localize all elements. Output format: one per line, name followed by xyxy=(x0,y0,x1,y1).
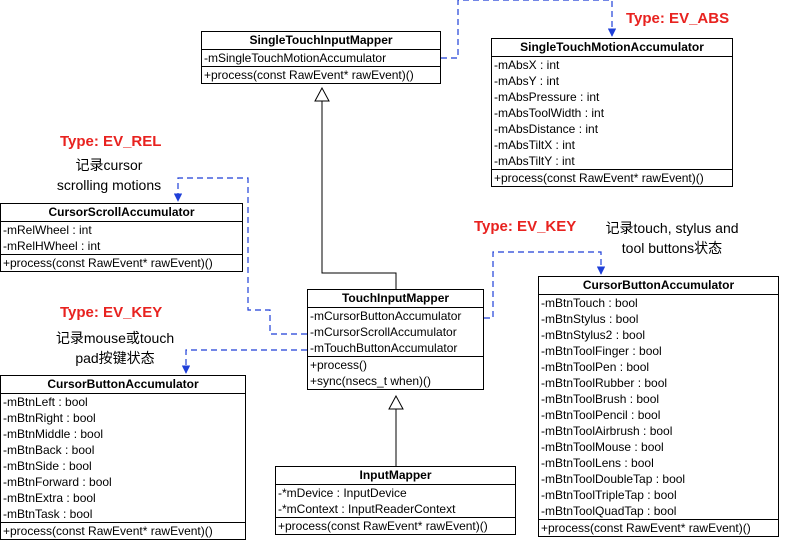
field: -mRelHWheel : int xyxy=(3,239,101,253)
field: -mTouchButtonAccumulator xyxy=(310,341,458,355)
fields-section: -mAbsX : int -mAbsY : int -mAbsPressure … xyxy=(492,57,732,170)
type-label-ev-rel: Type: EV_REL xyxy=(60,133,162,150)
class-cursor-scroll-accumulator[interactable]: CursorScrollAccumulator -mRelWheel : int… xyxy=(0,203,243,272)
note-key-left: 记录mouse或touch pad按键状态 xyxy=(40,328,190,368)
link-touch-button-left xyxy=(181,349,307,374)
class-touch-input-mapper[interactable]: TouchInputMapper -mCursorButtonAccumulat… xyxy=(307,289,484,390)
field: -mBtnToolPencil : bool xyxy=(541,408,661,422)
field: -mBtnToolAirbrush : bool xyxy=(541,424,673,438)
field: -mBtnExtra : bool xyxy=(3,491,96,505)
field: -mBtnToolLens : bool xyxy=(541,456,654,470)
field: -mSingleTouchMotionAccumulator xyxy=(204,51,387,65)
type-label-ev-key-left: Type: EV_KEY xyxy=(60,304,163,321)
field: -mBtnBack : bool xyxy=(3,443,95,457)
fields-section: -mSingleTouchMotionAccumulator xyxy=(202,50,440,67)
field: -mRelWheel : int xyxy=(3,223,92,237)
field: -*mDevice : InputDevice xyxy=(278,486,407,500)
class-name: CursorScrollAccumulator xyxy=(1,204,242,222)
method: +process(const RawEvent* rawEvent)() xyxy=(204,68,414,82)
field: -mBtnSide : bool xyxy=(3,459,92,473)
field: -mBtnToolQuadTap : bool xyxy=(541,504,677,518)
field: -mBtnTouch : bool xyxy=(541,296,638,310)
note-line: 记录touch, stylus and xyxy=(605,220,739,236)
methods-section: +process(const RawEvent* rawEvent)() xyxy=(276,518,515,534)
field: -mBtnStylus : bool xyxy=(541,312,639,326)
note-line: pad按键状态 xyxy=(75,350,155,366)
field: -mAbsY : int xyxy=(494,74,560,88)
fields-section: -mBtnTouch : bool -mBtnStylus : bool -mB… xyxy=(539,295,778,520)
field: -mBtnStylus2 : bool xyxy=(541,328,646,342)
method: +sync(nsecs_t when)() xyxy=(310,374,432,388)
note-key-right: 记录touch, stylus and tool buttons状态 xyxy=(592,218,752,258)
field: -mAbsToolWidth : int xyxy=(494,106,605,120)
type-label-ev-key-right: Type: EV_KEY xyxy=(474,218,577,235)
class-name: InputMapper xyxy=(276,467,515,485)
field: -mBtnRight : bool xyxy=(3,411,96,425)
methods-section: +process(const RawEvent* rawEvent)() xyxy=(492,170,732,186)
field: -mBtnToolMouse : bool xyxy=(541,440,664,454)
field: -mCursorScrollAccumulator xyxy=(310,325,457,339)
fields-section: -*mDevice : InputDevice -*mContext : Inp… xyxy=(276,485,515,518)
field: -mBtnToolPen : bool xyxy=(541,360,650,374)
method: +process(const RawEvent* rawEvent)() xyxy=(494,171,704,185)
note-line: tool buttons状态 xyxy=(621,240,723,256)
field: -mAbsX : int xyxy=(494,58,560,72)
fields-section: -mRelWheel : int -mRelHWheel : int xyxy=(1,222,242,255)
method: +process(const RawEvent* rawEvent)() xyxy=(3,524,213,538)
link-touch-button-right xyxy=(484,251,606,319)
method: +process(const RawEvent* rawEvent)() xyxy=(3,256,213,270)
field: -mBtnToolBrush : bool xyxy=(541,392,660,406)
link-touch-scroll xyxy=(173,177,307,335)
field: -mBtnTask : bool xyxy=(3,507,93,521)
class-cursor-button-accumulator-left[interactable]: CursorButtonAccumulator -mBtnLeft : bool… xyxy=(0,375,246,540)
class-input-mapper[interactable]: InputMapper -*mDevice : InputDevice -*mC… xyxy=(275,466,516,535)
class-name: SingleTouchInputMapper xyxy=(202,32,440,50)
methods-section: +process(const RawEvent* rawEvent)() xyxy=(539,520,778,536)
field: -mBtnForward : bool xyxy=(3,475,112,489)
method: +process(const RawEvent* rawEvent)() xyxy=(278,519,488,533)
inherit-touch-to-singletouch xyxy=(314,86,397,289)
field: -mBtnToolFinger : bool xyxy=(541,344,662,358)
field: -mBtnMiddle : bool xyxy=(3,427,104,441)
field: -mAbsPressure : int xyxy=(494,90,600,104)
field: -mBtnLeft : bool xyxy=(3,395,88,409)
method: +process(const RawEvent* rawEvent)() xyxy=(541,521,751,535)
field: -mBtnToolRubber : bool xyxy=(541,376,668,390)
methods-section: +process(const RawEvent* rawEvent)() xyxy=(1,523,245,539)
inherit-inputmapper-to-touch xyxy=(388,394,404,466)
method: +process() xyxy=(310,358,368,372)
note-line: 记录cursor xyxy=(75,157,143,173)
field: -*mContext : InputReaderContext xyxy=(278,502,456,516)
field: -mAbsTiltY : int xyxy=(494,154,575,168)
class-cursor-button-accumulator-right[interactable]: CursorButtonAccumulator -mBtnTouch : boo… xyxy=(538,276,779,537)
class-name: CursorButtonAccumulator xyxy=(1,376,245,394)
methods-section: +process() +sync(nsecs_t when)() xyxy=(308,357,483,389)
class-name: SingleTouchMotionAccumulator xyxy=(492,39,732,57)
field: -mCursorButtonAccumulator xyxy=(310,309,462,323)
note-rel: 记录cursor scrolling motions xyxy=(44,155,174,195)
field: -mBtnToolTripleTap : bool xyxy=(541,488,677,502)
class-name: TouchInputMapper xyxy=(308,290,483,308)
class-single-touch-motion-accumulator[interactable]: SingleTouchMotionAccumulator -mAbsX : in… xyxy=(491,38,733,187)
field: -mBtnToolDoubleTap : bool xyxy=(541,472,686,486)
fields-section: -mBtnLeft : bool -mBtnRight : bool -mBtn… xyxy=(1,394,245,523)
field: -mAbsTiltX : int xyxy=(494,138,575,152)
link-singletouch-abs xyxy=(441,0,617,59)
fields-section: -mCursorButtonAccumulator -mCursorScroll… xyxy=(308,308,483,357)
class-single-touch-input-mapper[interactable]: SingleTouchInputMapper -mSingleTouchMoti… xyxy=(201,31,441,84)
methods-section: +process(const RawEvent* rawEvent)() xyxy=(202,67,440,83)
note-line: scrolling motions xyxy=(56,177,162,193)
field: -mAbsDistance : int xyxy=(494,122,599,136)
type-label-ev-abs: Type: EV_ABS xyxy=(626,10,730,27)
class-name: CursorButtonAccumulator xyxy=(539,277,778,295)
methods-section: +process(const RawEvent* rawEvent)() xyxy=(1,255,242,271)
note-line: 记录mouse或touch xyxy=(55,330,175,346)
